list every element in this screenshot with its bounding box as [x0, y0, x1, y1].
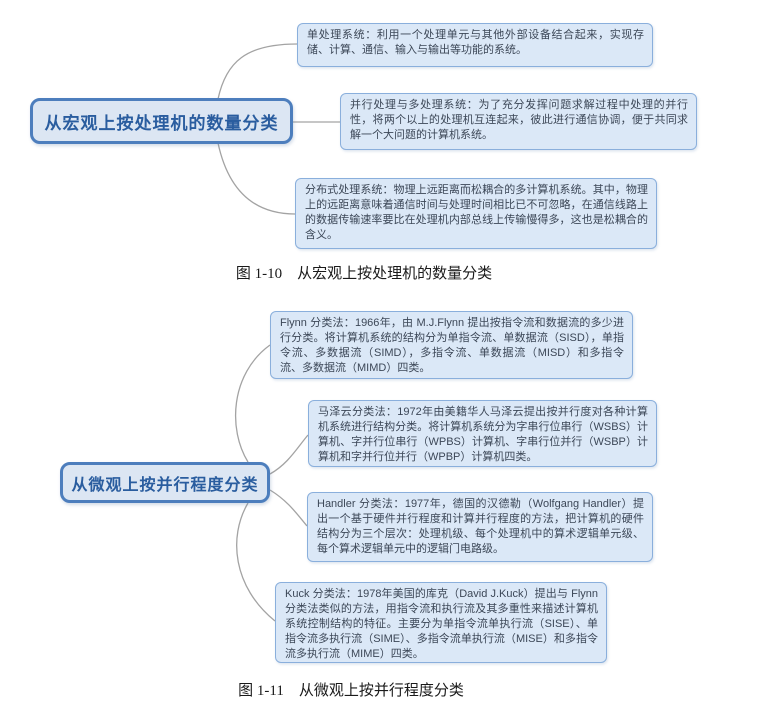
fig1-branch-parallel-multiprocessing-system: 并行处理与多处理系统：为了充分发挥问题求解过程中处理的并行性，将两个以上的处理机…	[340, 93, 697, 150]
fig2-branch-kuck-taxonomy: Kuck 分类法：1978年美国的库克（David J.Kuck）提出与 Fly…	[275, 582, 607, 663]
fig2-caption: 图 1-11 从微观上按并行程度分类	[238, 683, 464, 699]
fig1-branch-single-processing-system: 单处理系统：利用一个处理单元与其他外部设备结合起来，实现存储、计算、通信、输入与…	[297, 23, 653, 67]
connector-curve	[217, 142, 296, 215]
fig2-branch-flynn-taxonomy: Flynn 分类法：1966年，由 M.J.Flynn 提出按指令流和数据流的多…	[270, 311, 633, 379]
fig2-branch-mazeyun-taxonomy: 马泽云分类法：1972年由美籍华人马泽云提出按并行度对各种计算机系统进行结构分类…	[308, 400, 657, 467]
connector-curve	[236, 502, 276, 622]
fig2-root-topic: 从微观上按并行程度分类	[60, 462, 270, 503]
connector-curve	[234, 344, 271, 463]
fig1-branch-distributed-processing-system: 分布式处理系统：物理上远距离而松耦合的多计算机系统。其中，物理上的远距离意味着通…	[295, 178, 657, 249]
fig1-root-topic: 从宏观上按处理机的数量分类	[30, 98, 293, 144]
fig1-caption: 图 1-10 从宏观上按处理机的数量分类	[235, 266, 493, 282]
connector-curve	[217, 43, 298, 100]
connector-curve	[269, 434, 309, 475]
connector-curve	[269, 489, 308, 527]
fig2-branch-handler-taxonomy: Handler 分类法：1977年，德国的汉德勒（Wolfgang Handle…	[307, 492, 653, 562]
